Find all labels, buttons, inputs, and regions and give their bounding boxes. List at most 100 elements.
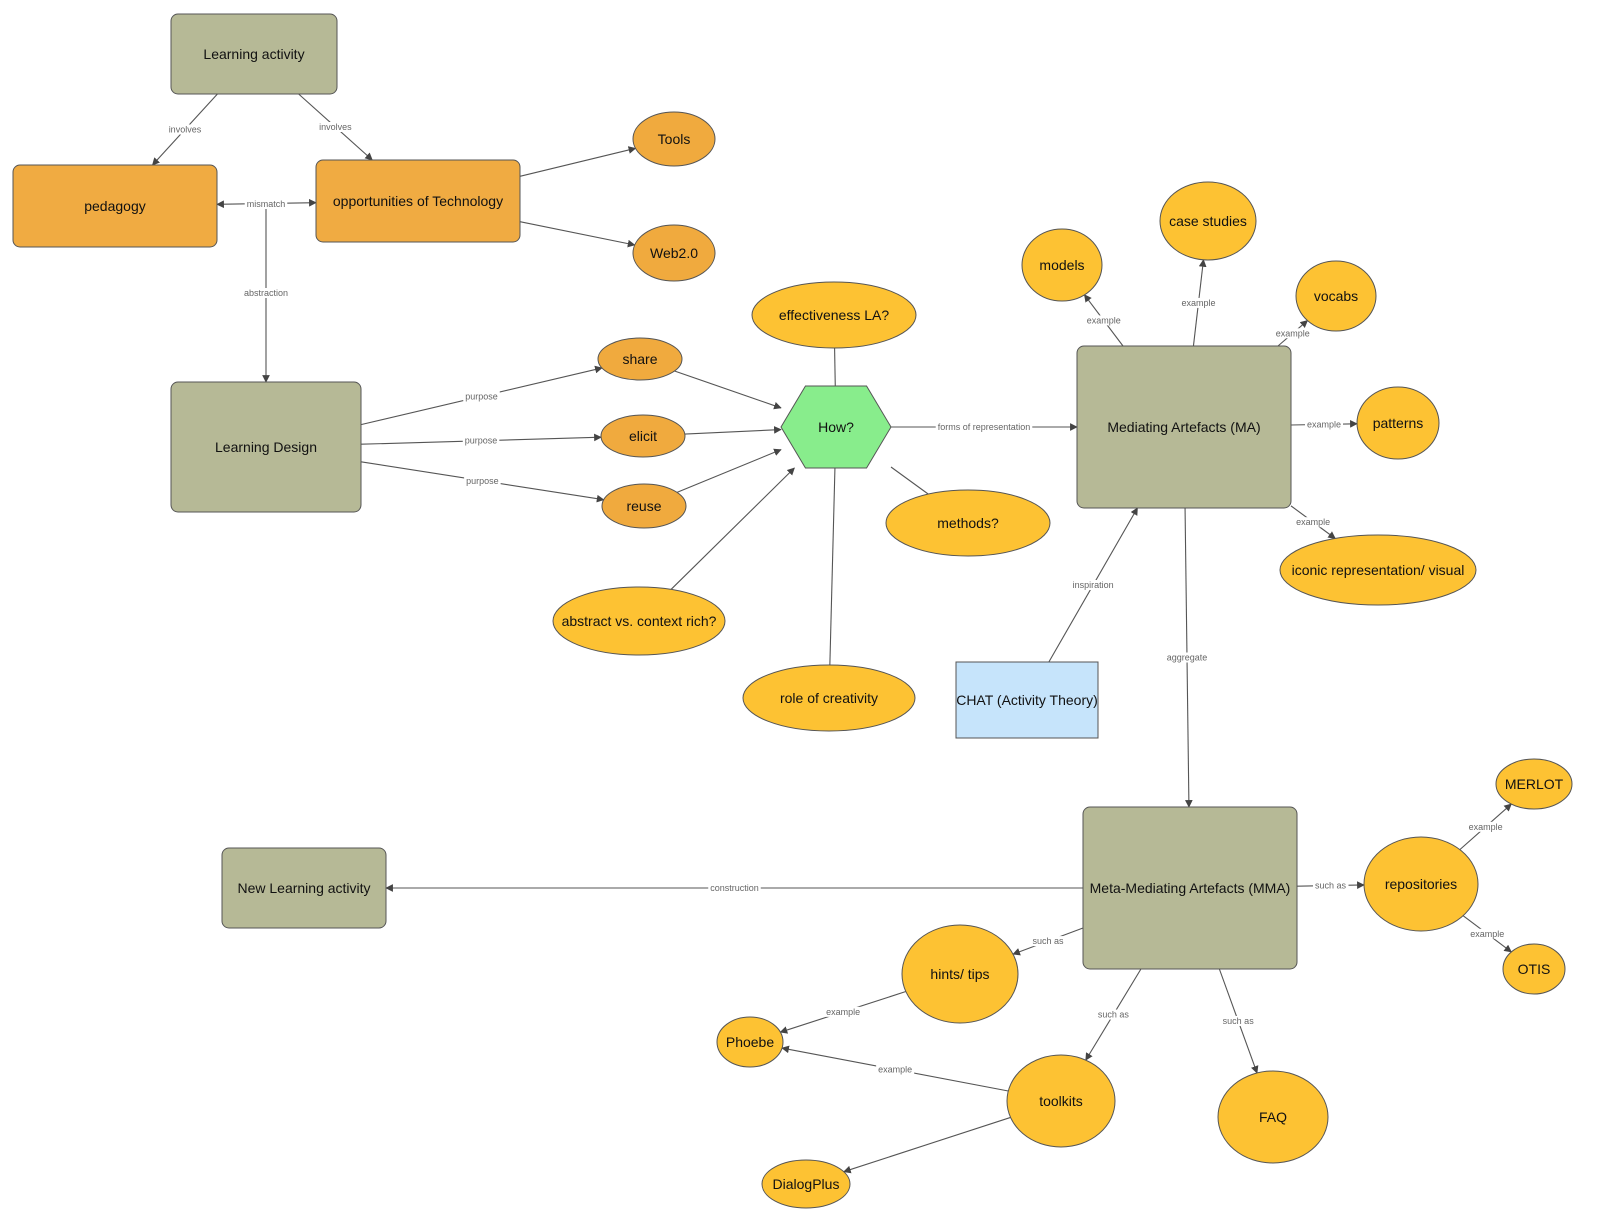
edge-label-construction: construction <box>710 883 759 893</box>
edge-label-background <box>1468 928 1507 939</box>
edge-label-forms-of-representation: forms of representation <box>938 422 1031 432</box>
edge-label-group: such as <box>1312 880 1349 891</box>
node-box <box>170 381 362 513</box>
edge-label-example: example <box>1276 328 1310 338</box>
edge-label-background <box>935 422 1033 432</box>
edge-label-group: purpose <box>462 435 500 446</box>
node-creativity: role of creativity <box>742 664 916 732</box>
node-ellipse <box>901 924 1019 1024</box>
edge-label-group: involves <box>166 124 204 135</box>
node-label: Phoebe <box>726 1034 774 1050</box>
node-ellipse <box>716 1016 784 1068</box>
node-ellipse <box>1006 1054 1116 1148</box>
edge-label-example: example <box>826 1007 860 1017</box>
node-merlot: MERLOT <box>1495 758 1573 810</box>
edge-abstract-to-how <box>670 467 795 590</box>
node-ellipse <box>1363 836 1479 932</box>
node-ellipse <box>751 281 917 349</box>
edge-label-group: such as <box>1095 1009 1132 1020</box>
edge-label-example: example <box>1296 517 1330 527</box>
node-ellipse <box>601 483 687 529</box>
node-dialogplus: DialogPlus <box>761 1159 851 1209</box>
node-label: Mediating Artefacts (MA) <box>1107 419 1260 435</box>
node-label: toolkits <box>1039 1093 1083 1109</box>
edge-label-group: example <box>876 1064 915 1075</box>
node-hints: hints/ tips <box>901 924 1019 1024</box>
edge-label-example: example <box>1469 822 1503 832</box>
edge-label-group: example <box>1294 517 1333 528</box>
edge-opportunities-to-tools <box>519 146 637 177</box>
edge-label-purpose: purpose <box>465 391 498 401</box>
edge-labels-layer: involves involves mismatch abstraction purpo… <box>166 122 1507 1075</box>
edge-label-group: such as <box>1220 1015 1257 1026</box>
node-label: Learning Design <box>215 439 317 455</box>
edge-elicit-to-how <box>684 426 782 435</box>
node-abstract: abstract vs. context rich? <box>552 586 726 656</box>
edge-label-group: abstraction <box>241 288 291 298</box>
edge-label-background <box>1084 315 1123 326</box>
node-toolkits: toolkits <box>1006 1054 1116 1148</box>
edge-label-group: example <box>824 1006 863 1017</box>
edge-share-to-how <box>674 370 782 410</box>
edge-effectiveness-to-how <box>834 347 836 387</box>
edge-label-mismatch: mismatch <box>247 199 286 209</box>
edge-label-group: example <box>1468 928 1507 939</box>
edge-label-background <box>1070 580 1116 590</box>
node-label: opportunities of Technology <box>333 193 503 209</box>
node-label: OTIS <box>1518 961 1551 977</box>
edge-label-background <box>463 391 500 402</box>
node-label: MERLOT <box>1505 776 1564 792</box>
edge-label-background <box>1179 297 1218 308</box>
edge-label-example: example <box>1181 298 1215 308</box>
node-share: share <box>597 337 683 381</box>
edge-label-group: purpose <box>464 475 501 486</box>
edge-label-group: aggregate <box>1164 652 1210 663</box>
edge-label-group: such as <box>1030 936 1067 947</box>
edge-opportunities-to-web20 <box>519 221 636 248</box>
node-faq: FAQ <box>1217 1070 1329 1164</box>
edge-label-background <box>876 1064 915 1075</box>
node-ellipse <box>1217 1070 1329 1164</box>
node-phoebe: Phoebe <box>716 1016 784 1068</box>
node-ellipse <box>1502 943 1566 995</box>
edge-label-group: inspiration <box>1070 580 1116 590</box>
edge-label-involves: involves <box>319 122 352 132</box>
node-ellipse <box>552 586 726 656</box>
node-label: effectiveness LA? <box>779 307 889 323</box>
edge-label-background <box>1164 652 1210 663</box>
node-label: patterns <box>1373 415 1424 431</box>
node-effectiveness: effectiveness LA? <box>751 281 917 349</box>
node-label: pedagogy <box>84 198 146 214</box>
node-label: role of creativity <box>780 690 878 706</box>
edge-label-background <box>244 199 288 209</box>
node-label: case studies <box>1169 213 1247 229</box>
node-label: Meta-Mediating Artefacts (MMA) <box>1090 880 1291 896</box>
edge-label-background <box>1095 1009 1132 1020</box>
edge-label-background <box>317 122 355 132</box>
node-box <box>12 164 218 248</box>
node-reuse: reuse <box>601 483 687 529</box>
edge-methods-to-how <box>890 466 929 495</box>
edge-label-group: example <box>1304 419 1344 430</box>
node-label: DialogPlus <box>773 1176 840 1192</box>
edge-label-involves: involves <box>169 125 202 135</box>
edge-reuse-to-how <box>676 448 782 493</box>
edge-label-group: involves <box>317 122 355 132</box>
node-ellipse <box>1295 260 1377 332</box>
edge-label-such-as: such as <box>1098 1010 1130 1020</box>
edge-label-example: example <box>1087 315 1121 325</box>
node-label: Tools <box>658 131 691 147</box>
node-ma: Mediating Artefacts (MA) <box>1076 345 1292 509</box>
node-tools: Tools <box>632 111 716 167</box>
edge-label-aggregate: aggregate <box>1167 653 1208 663</box>
node-ellipse <box>1356 386 1440 460</box>
node-elicit: elicit <box>600 414 686 458</box>
edge-label-background <box>241 288 291 298</box>
edge-label-background <box>1466 821 1505 832</box>
edge-label-such-as: such as <box>1315 881 1347 891</box>
node-models: models <box>1021 228 1103 302</box>
edge-label-group: forms of representation <box>935 422 1033 432</box>
node-box <box>221 847 387 929</box>
node-ellipse <box>742 664 916 732</box>
